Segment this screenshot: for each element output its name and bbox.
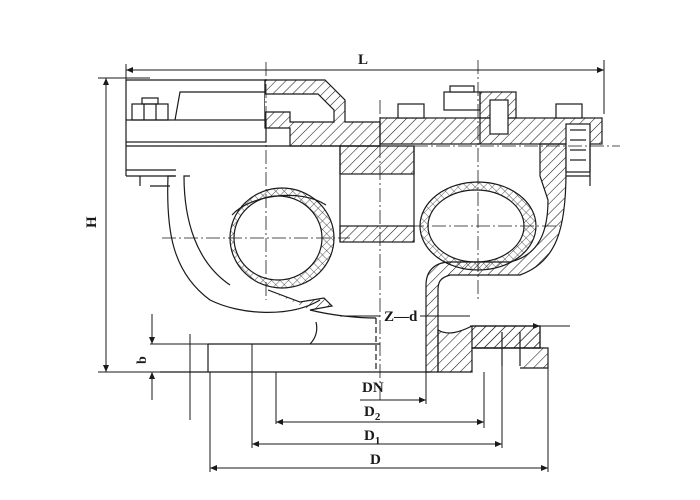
bottom-flange-left <box>160 318 430 373</box>
center-tube <box>339 145 415 243</box>
left-bolt-nut <box>131 97 169 121</box>
dimension-lines <box>98 60 605 472</box>
left-body-outline <box>167 175 321 313</box>
left-top-cap <box>125 79 266 121</box>
label-b: b <box>135 356 150 364</box>
label-D1: D1 <box>364 428 380 447</box>
label-L: L <box>358 52 368 68</box>
right-cover-plate <box>379 85 603 145</box>
label-D2: D2 <box>364 404 381 423</box>
label-D: D <box>370 452 381 468</box>
label-Z-d: Z—d <box>384 309 418 325</box>
label-H: H <box>84 216 100 228</box>
centre-lines <box>150 60 620 400</box>
bottom-flange-right <box>437 325 549 373</box>
label-DN: DN <box>362 380 384 396</box>
